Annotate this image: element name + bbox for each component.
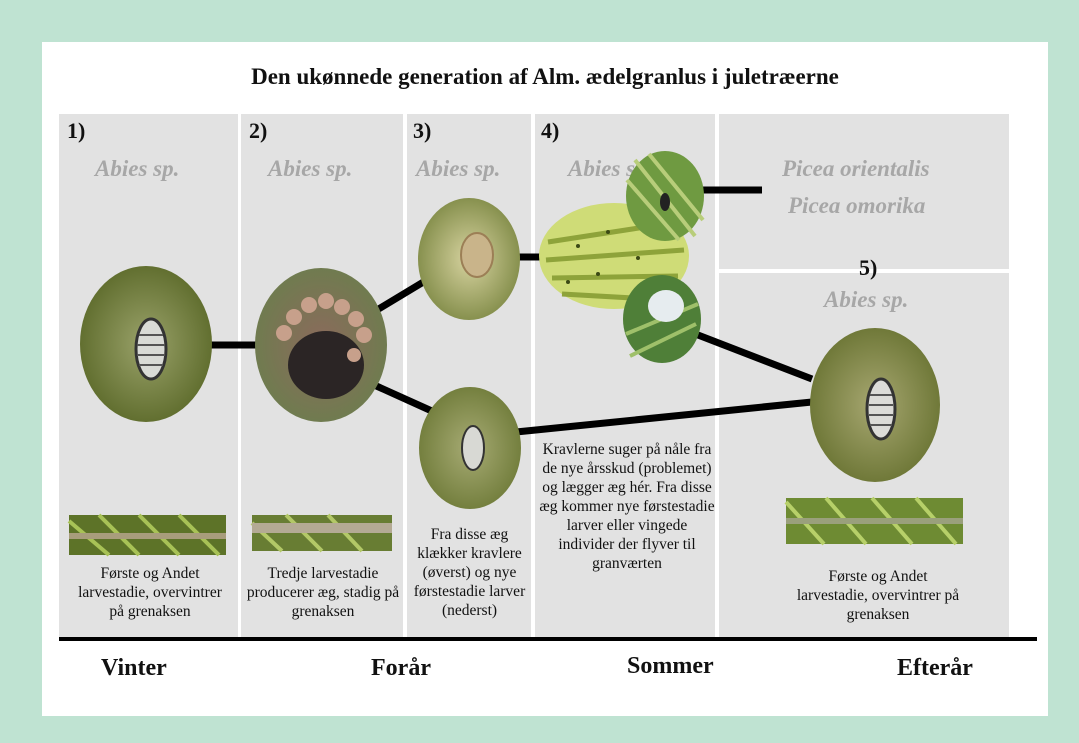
season-foraar: Forår bbox=[371, 655, 431, 682]
season-efteraar: Efterår bbox=[897, 655, 973, 682]
stage-3-description: Fra disse æg klækker kravlere (øverst) o… bbox=[412, 525, 527, 620]
connector-3-5 bbox=[516, 402, 812, 432]
branch-photo-stage-2 bbox=[252, 515, 392, 551]
season-vinter: Vinter bbox=[101, 655, 167, 682]
timeline-axis bbox=[59, 637, 1037, 641]
stage-2-description: Tredje larvestadie producerer æg, stadig… bbox=[242, 564, 404, 621]
winged-insect-photo-stage-4 bbox=[625, 150, 705, 242]
stage-1-description: Første og Andet larvestadie, overvintrer… bbox=[78, 564, 222, 621]
branch-photo-stage-5 bbox=[786, 498, 963, 544]
branch-photo-stage-1 bbox=[69, 515, 226, 555]
stage-4-description: Kravlerne suger på nåle fra de nye årssk… bbox=[539, 440, 715, 573]
larva-photo-stage-3 bbox=[418, 386, 522, 511]
wool-egg-photo-stage-4 bbox=[622, 274, 702, 364]
egg-cluster-photo-stage-2 bbox=[254, 267, 388, 423]
connector-4-5 bbox=[698, 335, 812, 379]
season-sommer: Sommer bbox=[627, 653, 714, 680]
diagram-sheet: Den ukønnede generation af Alm. ædelgran… bbox=[42, 42, 1048, 716]
larva-photo-stage-5 bbox=[809, 327, 941, 483]
larva-photo-stage-1 bbox=[79, 265, 213, 423]
stage-5-description: Første og Andet larvestadie, overvintrer… bbox=[794, 567, 962, 624]
crawler-photo-stage-3 bbox=[417, 197, 521, 322]
